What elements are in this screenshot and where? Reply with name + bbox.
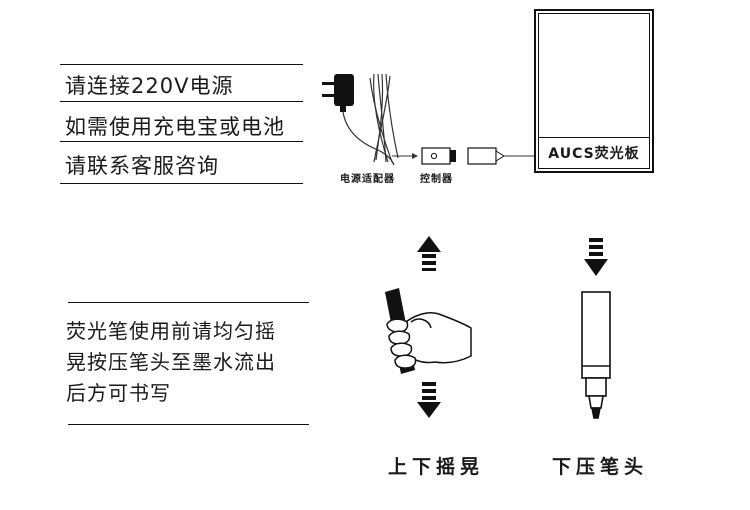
pen-instruction-2: 晃按压笔头至墨水流出 (66, 350, 276, 374)
adapter-label: 电源适配器 (340, 174, 395, 185)
arrow-down-icon (417, 382, 441, 418)
pen-instructions: 荧光笔使用前请均匀摇 晃按压笔头至墨水流出 后方可书写 (66, 316, 276, 409)
pen-instruction-3: 后方可书写 (66, 381, 171, 405)
divider-top-1 (60, 64, 303, 65)
pen-instruction-1: 荧光笔使用前请均匀摇 (66, 319, 276, 343)
connector-arrow-icon (412, 153, 418, 159)
plug-icon (322, 74, 354, 112)
board-inner-frame (538, 13, 650, 169)
board-label-area: AUCS荧光板 (539, 137, 649, 168)
press-caption: 下压笔头 (552, 456, 649, 478)
arrow-down-press-icon (584, 238, 608, 276)
arrow-up-icon (417, 236, 441, 271)
wiring-diagram (322, 73, 534, 166)
fluorescent-board: AUCS荧光板 (534, 9, 654, 173)
power-instruction-1: 请连接220V电源 (65, 74, 234, 98)
divider-top-4 (60, 183, 303, 184)
hand-icon (386, 312, 472, 369)
power-instruction-3: 请联系客服咨询 (65, 154, 219, 178)
coiled-cable-icon (342, 73, 399, 166)
divider-mid-2 (68, 424, 309, 425)
divider-top-3 (60, 141, 303, 142)
board-connector-icon (467, 147, 534, 165)
controller-icon (421, 147, 456, 165)
shake-illustration (385, 236, 472, 418)
divider-mid-1 (68, 302, 309, 303)
board-label: AUCS荧光板 (548, 146, 640, 162)
controller-label: 控制器 (420, 174, 453, 185)
press-illustration (581, 238, 611, 419)
power-instruction-2: 如需使用充电宝或电池 (65, 115, 285, 139)
divider-top-2 (60, 101, 303, 102)
marker-pen-upright-icon (581, 291, 611, 419)
shake-caption: 上下摇晃 (388, 456, 485, 478)
